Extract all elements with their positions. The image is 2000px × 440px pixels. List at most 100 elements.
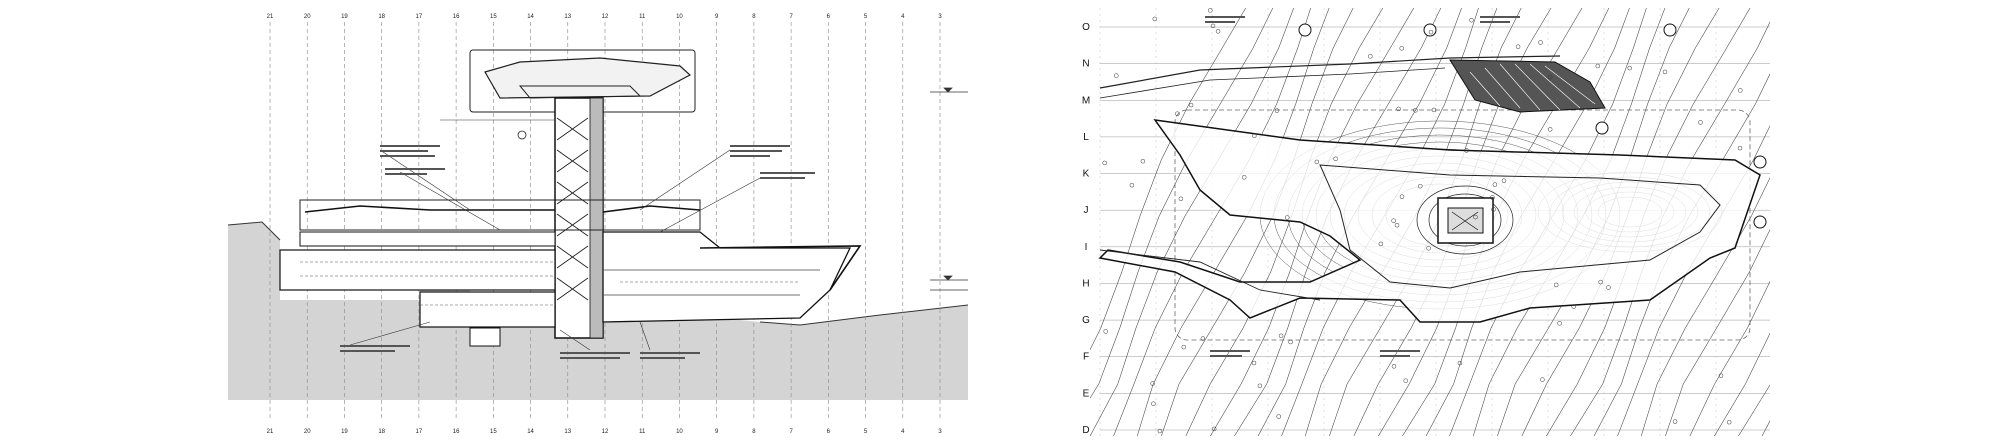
tower-cap-roof [484, 57, 692, 99]
roof-line [304, 205, 555, 213]
section-bottom-axis-label: 14 [527, 429, 534, 435]
access-road-lower [1099, 67, 1446, 99]
level-mark [1553, 282, 1559, 288]
level-mark [1627, 65, 1632, 71]
level-mark [1399, 46, 1404, 51]
level-mark [1718, 373, 1724, 378]
level-mark [1473, 214, 1478, 220]
plan-row-label: K [1083, 169, 1090, 180]
section-bottom-axis-label: 20 [304, 429, 311, 435]
level-mark [1394, 222, 1400, 228]
level-mark [1571, 304, 1576, 309]
section-top-axis-label: 16 [453, 14, 460, 20]
level-mark [1157, 428, 1163, 434]
level-mark [1129, 182, 1135, 188]
section-top-axis-label: 10 [676, 14, 683, 20]
contour-line [1784, 0, 1987, 440]
level-mark [1431, 107, 1437, 113]
level-mark [1726, 419, 1732, 425]
level-mark [1274, 108, 1280, 113]
contour-line [1761, 420, 1770, 436]
tower-cap-floor [518, 85, 642, 99]
section-top-axis-label: 19 [341, 14, 348, 20]
plan-row-label: G [1082, 315, 1090, 326]
level-mark [1181, 344, 1187, 350]
contour-line [1738, 384, 1770, 436]
contour-line [1689, 280, 1770, 436]
level-mark [1208, 8, 1213, 13]
level-mark [1114, 73, 1119, 78]
section-top-axis-label: 13 [564, 14, 571, 20]
level-mark [1413, 108, 1418, 113]
site-path-lower [1099, 249, 1321, 301]
level-mark [1210, 23, 1216, 29]
level-mark [1175, 111, 1180, 116]
pit [469, 327, 501, 347]
section-bottom-axis-label: 3 [938, 429, 942, 435]
level-mark [1547, 127, 1553, 132]
level-mark [1418, 183, 1423, 189]
level-mark [1672, 419, 1678, 424]
section-bottom-axis-label: 7 [789, 429, 793, 435]
contour-line [1640, 177, 1770, 436]
level-mark [1150, 381, 1155, 386]
right-roof [602, 205, 701, 213]
level-mark [1241, 175, 1247, 180]
section-bottom-axis-label: 17 [416, 429, 423, 435]
level-mark [1178, 196, 1184, 202]
level-mark [1399, 194, 1405, 199]
plan-row-label: I [1085, 242, 1088, 253]
level-mark [1140, 158, 1146, 164]
plan-row-label: N [1082, 59, 1089, 70]
section-top-axis-label: 20 [304, 14, 311, 20]
lower-floor [279, 249, 556, 291]
access-road-upper [1099, 55, 1561, 89]
level-mark [1595, 63, 1601, 69]
level-mark [1151, 401, 1156, 406]
level-mark [1200, 336, 1206, 341]
plan-row-label: H [1082, 278, 1089, 289]
plan-level-marks [1102, 8, 1743, 434]
level-mark [1391, 218, 1396, 223]
site-boundary [1174, 109, 1751, 341]
section-top-axis-label: 4 [901, 14, 905, 20]
level-mark [1698, 120, 1703, 125]
level-mark [1662, 69, 1668, 75]
tower-core [589, 97, 604, 339]
level-mark [1252, 133, 1257, 139]
level-mark [1492, 182, 1498, 187]
plan-row-label: M [1082, 95, 1090, 106]
contour-line [1714, 332, 1770, 436]
plan-row-label: E [1083, 388, 1090, 399]
basement [419, 291, 556, 328]
building-frame-upper [299, 199, 701, 231]
contour-line [1090, 8, 1274, 399]
level-mark [1288, 339, 1293, 345]
section-bottom-axis-label: 16 [453, 429, 460, 435]
level-mark [1490, 195, 1495, 200]
plan-row-label: O [1082, 22, 1090, 33]
right-wing [602, 231, 852, 323]
cantilever-deck [699, 245, 862, 291]
level-mark [1464, 148, 1469, 153]
section-bottom-axis-label: 5 [864, 429, 868, 435]
level-mark [1276, 414, 1281, 419]
level-mark [1211, 426, 1217, 432]
level-mark [1251, 360, 1257, 366]
section-top-axis-label: 17 [416, 14, 423, 20]
building-inner [1319, 164, 1721, 289]
section-top-axis-label: 14 [527, 14, 534, 20]
level-mark [1491, 207, 1496, 212]
level-mark [1737, 145, 1743, 151]
level-mark [1333, 156, 1338, 162]
hatch-lines [1469, 63, 1596, 111]
upper-floor [299, 231, 556, 247]
plan-row-label: F [1083, 352, 1089, 363]
level-mark [1538, 40, 1543, 45]
level-mark [1501, 178, 1507, 183]
